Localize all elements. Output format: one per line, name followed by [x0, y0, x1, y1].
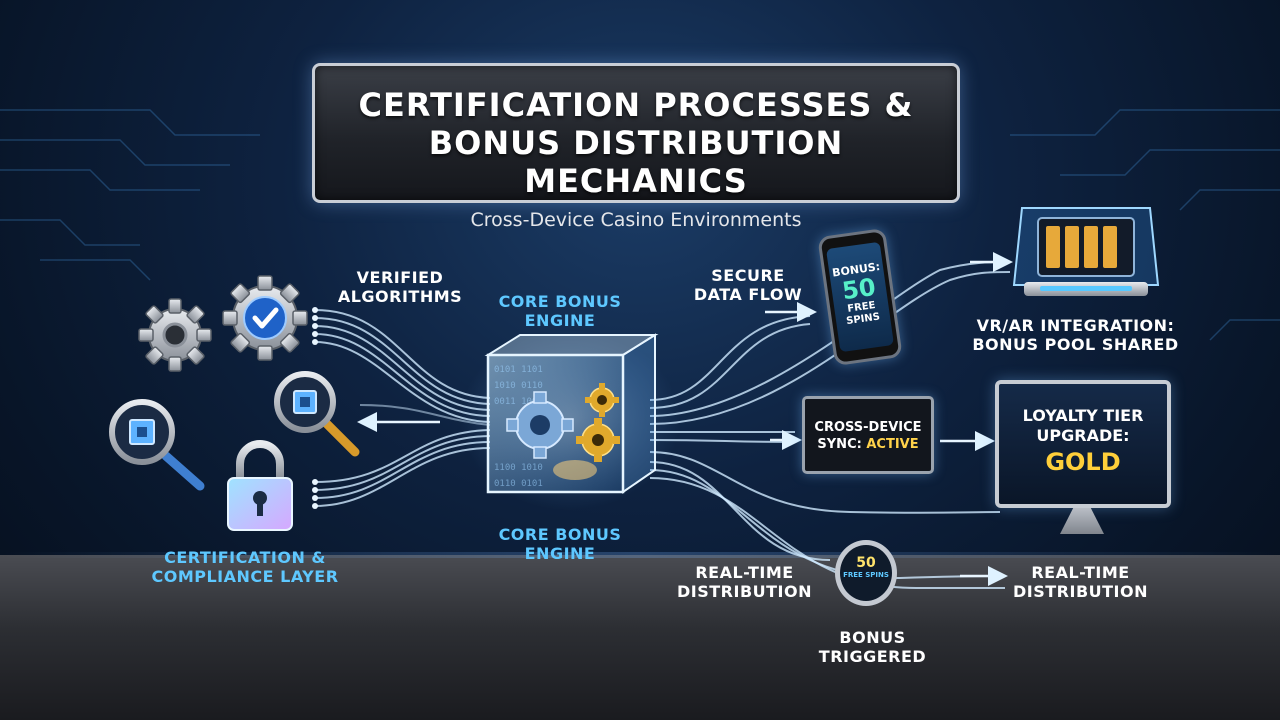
sync-status-line: SYNC: ACTIVE	[817, 437, 919, 452]
svg-text:1100 1010: 1100 1010	[494, 463, 543, 473]
svg-text:0110 0101: 0110 0101	[494, 479, 543, 489]
floor-surface	[0, 555, 1280, 720]
sync-title: CROSS-DEVICE	[814, 420, 922, 435]
gear-check-icon	[222, 275, 308, 361]
tier-value: GOLD	[1045, 448, 1121, 476]
phone-screen: BONUS: 50 FREE SPINS	[826, 241, 894, 353]
smartwatch-icon: 50 FREE SPINS	[835, 540, 897, 606]
watch-spin-count: 50	[856, 555, 876, 571]
monitor-icon: LOYALTY TIER UPGRADE: GOLD	[995, 380, 1171, 508]
magnifier-chip-icon	[274, 371, 360, 457]
cross-device-sync-panel: CROSS-DEVICE SYNC: ACTIVE	[802, 396, 934, 474]
label-certification-compliance: CERTIFICATION &COMPLIANCE LAYER	[151, 548, 339, 586]
label-vr-ar-integration: VR/AR INTEGRATION:BONUS POOL SHARED	[972, 316, 1179, 354]
subtitle: Cross-Device Casino Environments	[470, 209, 802, 231]
svg-text:0101 1101: 0101 1101	[494, 365, 543, 375]
upgrade-label: UPGRADE:	[1036, 426, 1130, 445]
title-line-1: CERTIFICATION PROCESSES &	[358, 86, 914, 124]
loyalty-tier-label: LOYALTY TIER	[1022, 406, 1144, 425]
floor-horizon-glow	[0, 552, 1280, 558]
padlock-icon	[227, 440, 293, 531]
vr-headset-icon	[1012, 207, 1160, 296]
sync-status-value: ACTIVE	[866, 437, 919, 452]
magnifier-chip-icon-secondary	[109, 399, 205, 491]
gear-icon	[138, 298, 212, 372]
svg-text:0011 1001: 0011 1001	[494, 397, 543, 407]
circuit-traces-left	[0, 109, 260, 281]
circuit-traces-right	[1010, 109, 1280, 341]
core-cube-icon: 0101 1101 1010 0110 0011 1001 1100 1010 …	[460, 330, 680, 510]
title-panel: CERTIFICATION PROCESSES & BONUS DISTRIBU…	[312, 63, 960, 231]
svg-text:1010 0110: 1010 0110	[494, 381, 543, 391]
title-line-2: BONUS DISTRIBUTION MECHANICS	[428, 124, 844, 200]
watch-spin-label: FREE SPINS	[843, 571, 889, 579]
connector-dots	[312, 307, 318, 509]
